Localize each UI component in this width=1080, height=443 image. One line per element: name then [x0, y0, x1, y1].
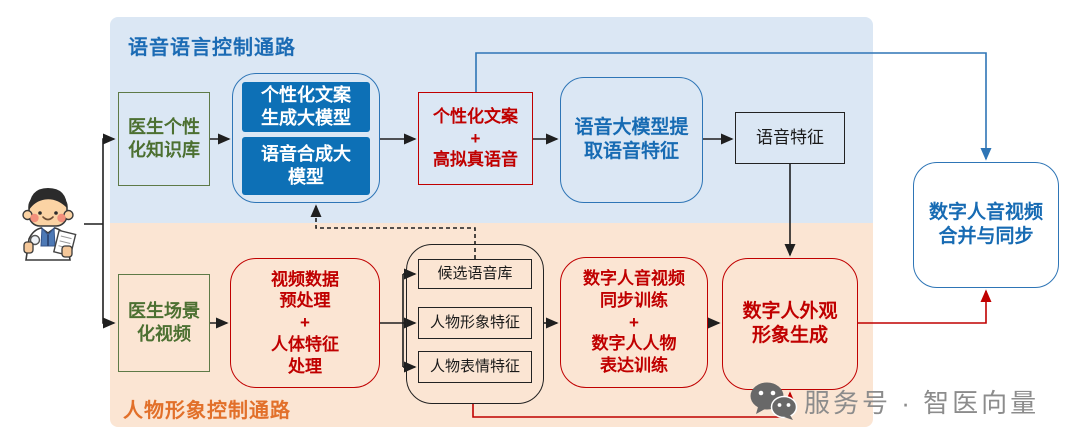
text-voice-model-group	[232, 73, 380, 203]
node-figure-feature: 人物形象特征	[418, 307, 532, 339]
node-sync-train: 数字人音视频 同步训练 + 数字人人物 表达训练	[560, 257, 708, 388]
figure-region-title: 人物形象控制通路	[123, 400, 291, 422]
node-voice-feature: 语音特征	[735, 112, 845, 164]
node-doctor-scene-video: 医生场景 化视频	[118, 274, 210, 372]
wechat-logo-icon	[750, 382, 798, 420]
node-copy-generation-model: 个性化文案 生成大模型	[242, 82, 370, 132]
node-appearance-gen: 数字人外观 形象生成	[722, 258, 858, 390]
doctor-icon	[22, 188, 77, 261]
node-video-preprocess: 视频数据 预处理 + 人体特征 处理	[230, 258, 380, 388]
node-voice-synthesis-model: 语音合成大 模型	[242, 137, 370, 195]
node-merge-sync: 数字人音视频 合并与同步	[913, 162, 1059, 288]
watermark-text: 服务号 · 智医向量	[804, 387, 1040, 418]
edge-appearance-to-mergesync	[858, 289, 992, 324]
voice-region-title: 语音语言控制通路	[128, 37, 296, 59]
doctor-figure	[12, 182, 84, 264]
node-voice-llm-extract: 语音大模型提 取语音特征	[560, 77, 703, 203]
node-doctor-knowledge-base: 医生个性 化知识库	[118, 92, 210, 186]
watermark: 服务号 · 智医向量	[748, 381, 1039, 421]
feature-group	[406, 244, 544, 404]
node-expression-feature: 人物表情特征	[418, 351, 532, 383]
node-candidate-voice-lib: 候选语音库	[418, 259, 532, 289]
node-personal-copy-voice: 个性化文案 + 高拟真语音	[418, 92, 533, 185]
